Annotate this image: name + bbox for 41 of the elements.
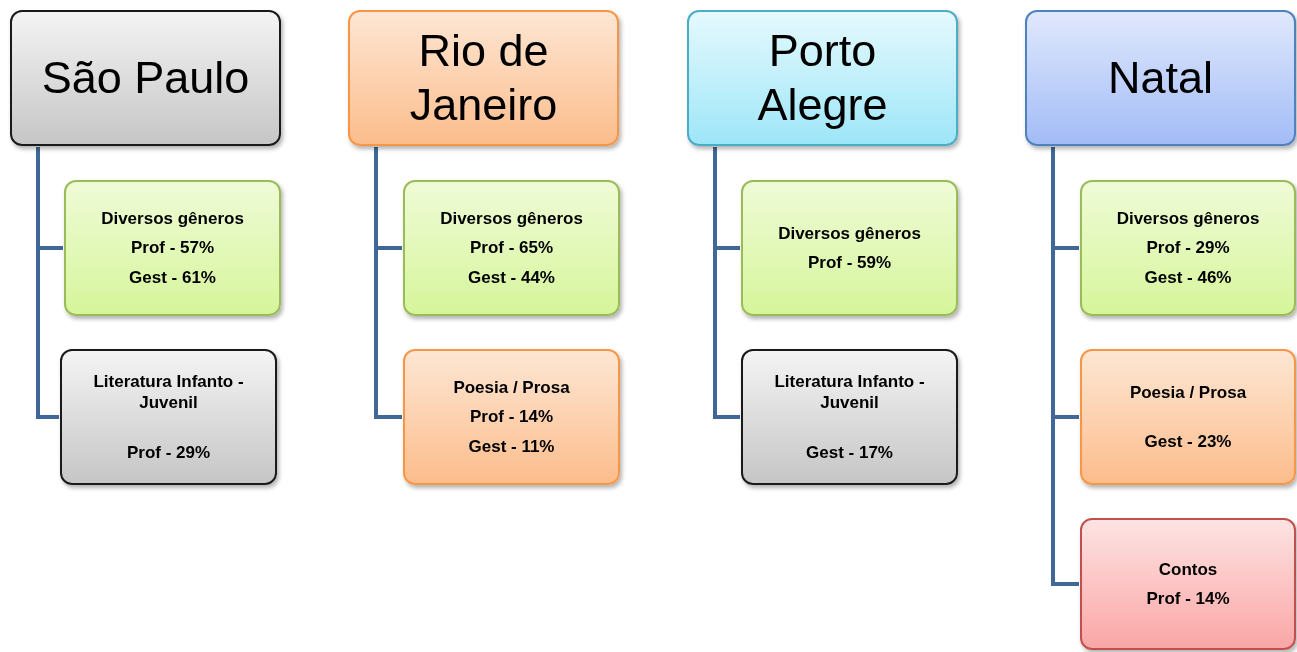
percentage-text: Prof - 29% xyxy=(1146,237,1230,259)
category-title: Literatura Infanto - Juvenil xyxy=(92,371,245,414)
category-title: Poesia / Prosa xyxy=(1129,381,1247,403)
percentage-text: Prof - 14% xyxy=(469,406,554,428)
city-header-box xyxy=(10,10,281,146)
category-box xyxy=(64,180,281,316)
category-box xyxy=(741,180,958,316)
percentage-text: Gest - 11% xyxy=(468,435,555,457)
city-header-box xyxy=(348,10,619,146)
connector-line xyxy=(1051,147,1079,586)
category-box xyxy=(1080,518,1296,650)
percentage-text: Gest - 23% xyxy=(1144,431,1232,453)
city-name: São Paulo xyxy=(41,51,250,105)
percentage-text: Prof - 14% xyxy=(1146,588,1230,610)
category-box xyxy=(403,180,620,316)
category-title: Diversos gêneros xyxy=(778,222,921,244)
percentage-text: Prof - 65% xyxy=(469,237,554,259)
percentage-text: Prof - 59% xyxy=(807,252,892,274)
category-title: Literatura Infanto - Juvenil xyxy=(773,371,926,414)
category-title: Contos xyxy=(1158,558,1218,580)
city-name: Natal xyxy=(1107,51,1214,105)
city-header-box xyxy=(687,10,958,146)
percentage-text: Prof - 57% xyxy=(130,237,215,259)
percentage-text: Gest - 46% xyxy=(1144,266,1232,288)
category-box xyxy=(403,349,620,485)
category-box xyxy=(1080,180,1296,316)
category-title: Poesia / Prosa xyxy=(453,377,570,399)
percentage-text: Prof - 29% xyxy=(126,441,211,463)
category-title: Diversos gêneros xyxy=(101,208,244,230)
city-name: Porto Alegre xyxy=(756,24,889,132)
percentage-text: Gest - 61% xyxy=(129,266,216,288)
category-box xyxy=(741,349,958,485)
category-title: Diversos gêneros xyxy=(1116,208,1260,230)
city-header-box xyxy=(1025,10,1296,146)
city-name: Rio de Janeiro xyxy=(408,24,559,132)
connector-line xyxy=(36,147,59,419)
category-box xyxy=(60,349,277,485)
percentage-text: Gest - 44% xyxy=(468,266,555,288)
category-title: Diversos gêneros xyxy=(440,208,583,230)
category-box xyxy=(1080,349,1296,485)
percentage-text: Gest - 17% xyxy=(806,441,893,463)
